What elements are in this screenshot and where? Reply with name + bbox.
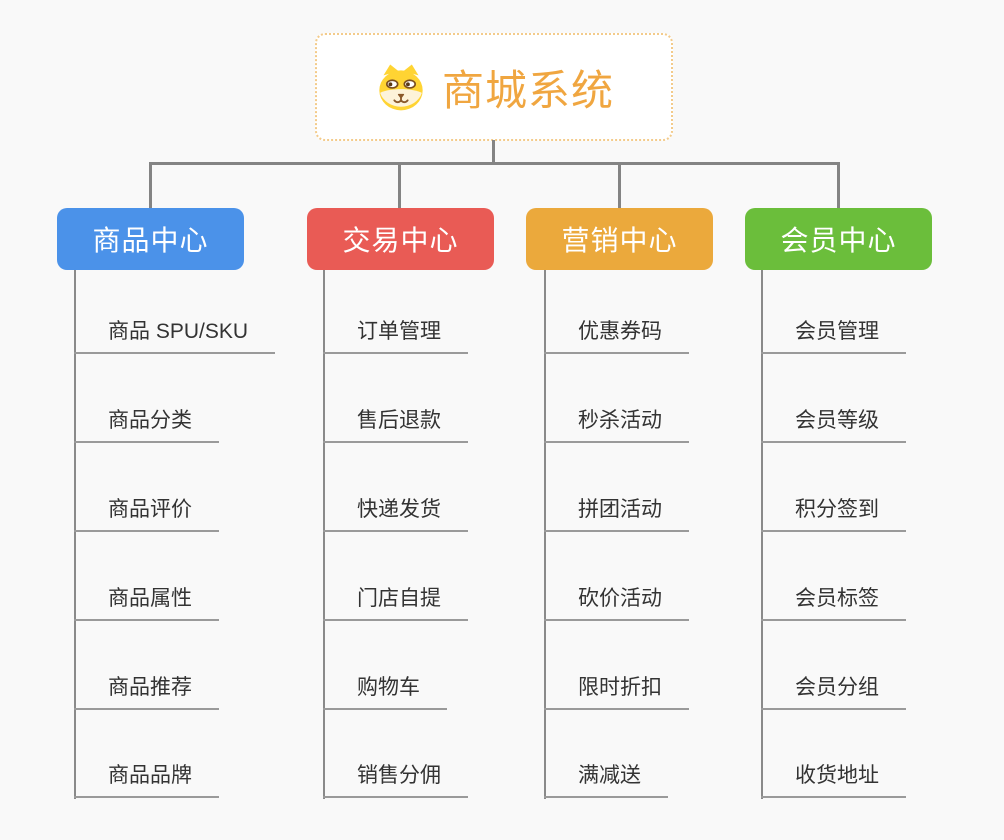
- branch-spine-product: [74, 270, 76, 799]
- leaf-item[interactable]: 限时折扣: [544, 675, 689, 710]
- root-title: 商城系统: [441, 66, 614, 114]
- root-node[interactable]: 商城系统: [315, 33, 673, 141]
- branch-node-product[interactable]: 商品中心: [57, 208, 244, 270]
- branch-spine-member: [761, 270, 763, 799]
- branch-label: 营销中心: [561, 225, 678, 256]
- dog-face-icon: [379, 64, 423, 111]
- leaf-item[interactable]: 售后退款: [323, 408, 468, 443]
- leaf-item[interactable]: 商品 SPU/SKU: [74, 319, 276, 354]
- leaf-item[interactable]: 购物车: [323, 675, 447, 710]
- connector-bus: [149, 162, 840, 165]
- leaf-item[interactable]: 商品推荐: [74, 675, 219, 710]
- leaf-item[interactable]: 收货地址: [761, 763, 906, 798]
- leaf-item[interactable]: 商品品牌: [74, 763, 219, 798]
- connector-drop-trade: [398, 163, 401, 209]
- branch-label: 交易中心: [342, 225, 459, 256]
- leaf-item[interactable]: 会员分组: [761, 675, 906, 710]
- leaf-item[interactable]: 会员标签: [761, 586, 906, 621]
- connector-drop-marketing: [618, 163, 621, 209]
- branch-spine-trade: [323, 270, 325, 799]
- branch-label: 商品中心: [92, 225, 209, 256]
- leaf-item[interactable]: 订单管理: [323, 319, 468, 354]
- branch-node-marketing[interactable]: 营销中心: [526, 208, 713, 270]
- leaf-item[interactable]: 商品分类: [74, 408, 219, 443]
- leaf-item[interactable]: 快递发货: [323, 497, 468, 532]
- connector-drop-member: [837, 163, 840, 209]
- branch-spine-marketing: [544, 270, 546, 799]
- connector-root-stem: [492, 140, 495, 163]
- leaf-item[interactable]: 门店自提: [323, 586, 468, 621]
- branch-node-member[interactable]: 会员中心: [745, 208, 932, 270]
- branch-label: 会员中心: [780, 225, 897, 256]
- leaf-item[interactable]: 满减送: [544, 763, 668, 798]
- leaf-item[interactable]: 销售分佣: [323, 763, 468, 798]
- leaf-item[interactable]: 商品评价: [74, 497, 219, 532]
- leaf-item[interactable]: 会员管理: [761, 319, 906, 354]
- connector-drop-product: [149, 163, 152, 209]
- leaf-item[interactable]: 优惠券码: [544, 319, 689, 354]
- leaf-item[interactable]: 砍价活动: [544, 586, 689, 621]
- leaf-item[interactable]: 秒杀活动: [544, 408, 689, 443]
- leaf-item[interactable]: 积分签到: [761, 497, 906, 532]
- leaf-item[interactable]: 拼团活动: [544, 497, 689, 532]
- branch-node-trade[interactable]: 交易中心: [307, 208, 494, 270]
- leaf-item[interactable]: 会员等级: [761, 408, 906, 443]
- leaf-item[interactable]: 商品属性: [74, 586, 219, 621]
